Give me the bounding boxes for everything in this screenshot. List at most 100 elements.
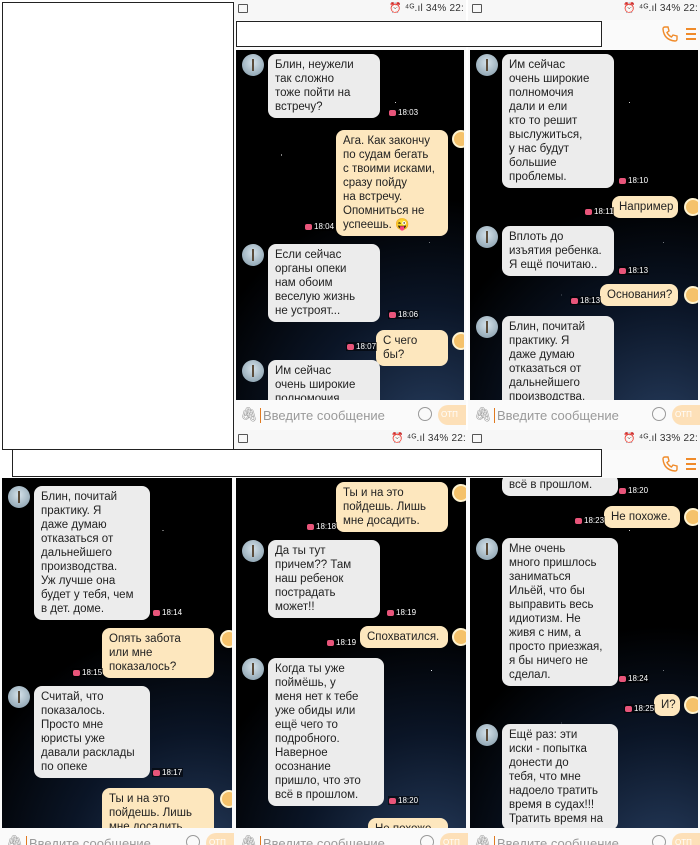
message-outgoing: Ты и на это пойдешь. Лишь мне досадить. xyxy=(336,482,448,532)
heart-icon xyxy=(347,343,354,350)
message-input-bar: 🖇 Введите сообщение ОТП xyxy=(234,828,468,845)
heart-icon xyxy=(585,208,592,215)
message-list[interactable]: Им сейчас очень широкие полномочия дали … xyxy=(470,50,698,400)
contact-avatar[interactable] xyxy=(8,686,30,708)
message-outgoing: Основания? xyxy=(600,284,678,306)
phone-icon[interactable] xyxy=(662,456,678,472)
status-bar: ⏰ ⁴ᴳ.ıl 34% 22: xyxy=(234,0,466,20)
message-time: 18:17 xyxy=(152,768,184,777)
gallery-icon xyxy=(238,4,248,13)
heart-icon xyxy=(619,487,626,494)
message-incoming: Ещё раз: эти иски - попытка донести до т… xyxy=(502,724,618,828)
attach-icon[interactable]: 🖇 xyxy=(6,834,24,845)
message-outgoing: Ты и на это пойдешь. Лишь мне досадить. xyxy=(102,788,214,828)
heart-icon xyxy=(619,177,626,184)
menu-icon[interactable] xyxy=(686,458,696,473)
send-button[interactable]: ОТП xyxy=(672,833,700,845)
message-time: 18:11 xyxy=(584,207,615,216)
message-outgoing: Например xyxy=(612,196,678,218)
phone-icon[interactable] xyxy=(662,26,678,42)
message-time: 18:20 xyxy=(618,486,650,495)
emoji-icon[interactable] xyxy=(652,407,666,421)
screenshot-panel-1: ⏰ ⁴ᴳ.ıl 34% 22: Блин, неужели так сложно… xyxy=(234,0,466,430)
message-outgoing: С чего бы? xyxy=(376,330,448,366)
message-incoming: Когда ты уже поймёшь, у меня нет к тебе … xyxy=(268,658,384,806)
message-incoming: Мне очень много пришлось заниматься Ильё… xyxy=(502,538,618,686)
message-list[interactable]: Блин, почитай практику. Я даже думаю отк… xyxy=(2,478,232,828)
message-incoming: Вплоть до изъятия ребенка. Я ещё почитаю… xyxy=(502,226,614,276)
redaction-box xyxy=(12,449,602,477)
send-button[interactable]: ОТП xyxy=(206,833,234,845)
attach-icon[interactable]: 🖇 xyxy=(474,834,492,845)
heart-icon xyxy=(307,523,314,530)
message-input[interactable]: Введите сообщение xyxy=(260,836,385,845)
attach-icon[interactable]: 🖇 xyxy=(240,406,258,422)
message-outgoing: И? xyxy=(654,694,680,716)
message-time: 18:03 xyxy=(388,108,420,117)
contact-avatar[interactable] xyxy=(242,54,264,76)
message-list[interactable]: всё в прошлом. 18:20 Не похоже. 18:23 Мн… xyxy=(470,478,698,828)
own-avatar xyxy=(452,130,464,148)
contact-avatar[interactable] xyxy=(476,724,498,746)
own-avatar xyxy=(452,332,464,350)
contact-avatar[interactable] xyxy=(242,658,264,680)
emoji-icon[interactable] xyxy=(418,407,432,421)
message-input-bar: 🖇 Введите сообщение ОТП xyxy=(468,400,700,430)
heart-icon xyxy=(575,517,582,524)
message-outgoing: Не похоже. xyxy=(604,506,680,528)
send-button[interactable]: ОТП xyxy=(438,405,466,425)
message-incoming: Считай, что показалось. Просто мне юрист… xyxy=(34,686,150,778)
emoji-icon[interactable] xyxy=(420,835,434,845)
heart-icon xyxy=(389,797,396,804)
status-text: ⏰ ⁴ᴳ.ıl 34% 22: xyxy=(391,433,466,444)
send-button[interactable]: ОТП xyxy=(440,833,468,845)
heart-icon xyxy=(73,669,80,676)
contact-avatar[interactable] xyxy=(242,540,264,562)
message-list[interactable]: Блин, неужели так сложно тоже пойти на в… xyxy=(236,50,464,400)
message-time: 18:06 xyxy=(388,310,420,319)
message-list[interactable]: Ты и на это пойдешь. Лишь мне досадить. … xyxy=(236,478,466,828)
emoji-icon[interactable] xyxy=(186,835,200,845)
contact-avatar[interactable] xyxy=(242,360,264,382)
redaction-box xyxy=(236,21,602,47)
message-input[interactable]: Введите сообщение xyxy=(26,836,151,845)
message-incoming: Им сейчас очень широкие полномочия дали … xyxy=(502,54,614,188)
contact-avatar[interactable] xyxy=(242,244,264,266)
message-outgoing: Ага. Как закончу по судам бегать с твоим… xyxy=(336,130,448,236)
contact-avatar[interactable] xyxy=(476,226,498,248)
attach-icon[interactable]: 🖇 xyxy=(240,834,258,845)
message-time: 18:13 xyxy=(618,266,650,275)
message-time: 18:18 xyxy=(306,522,338,531)
heart-icon xyxy=(153,609,160,616)
contact-avatar[interactable] xyxy=(8,486,30,508)
heart-icon xyxy=(571,297,578,304)
message-input[interactable]: Введите сообщение xyxy=(494,408,619,423)
heart-icon xyxy=(389,311,396,318)
heart-icon xyxy=(153,769,160,776)
contact-avatar[interactable] xyxy=(476,54,498,76)
message-time: 18:15 xyxy=(72,668,104,677)
own-avatar xyxy=(684,508,698,526)
heart-icon xyxy=(619,675,626,682)
message-time: 18:19 xyxy=(326,638,358,647)
heart-icon xyxy=(625,705,632,712)
contact-avatar[interactable] xyxy=(476,538,498,560)
gallery-icon xyxy=(238,434,248,443)
message-input[interactable]: Введите сообщение xyxy=(494,836,619,845)
message-outgoing: Спохватился. xyxy=(360,626,448,648)
screenshot-panel-5: ⏰ ⁴ᴳ.ıl 33% 22: всё в прошлом. 18:20 Не … xyxy=(468,430,700,845)
status-text: ⏰ ⁴ᴳ.ıl 34% 22: xyxy=(623,3,698,14)
send-button[interactable]: ОТП xyxy=(672,405,700,425)
gallery-icon xyxy=(472,4,482,13)
attach-icon[interactable]: 🖇 xyxy=(474,406,492,422)
menu-icon[interactable] xyxy=(686,28,696,43)
message-outgoing: Не похоже. xyxy=(368,818,448,828)
message-time: 18:20 xyxy=(388,796,420,805)
message-time: 18:23 xyxy=(574,516,606,525)
message-time: 18:14 xyxy=(152,608,184,617)
own-avatar xyxy=(684,696,698,714)
message-input[interactable]: Введите сообщение xyxy=(260,408,385,423)
heart-icon xyxy=(619,267,626,274)
contact-avatar[interactable] xyxy=(476,316,498,338)
emoji-icon[interactable] xyxy=(652,835,666,845)
